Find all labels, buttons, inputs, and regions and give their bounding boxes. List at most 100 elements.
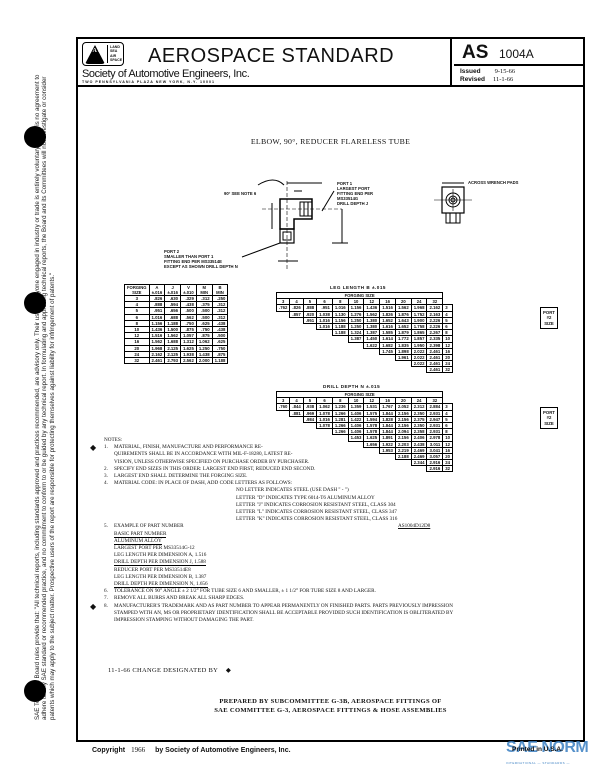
dimension-cell: 1.057 xyxy=(180,332,197,340)
note-line: TOLERANCE ON 90° ANGLE ± 2 1/2° FOR TUBE… xyxy=(114,588,376,595)
value-cell xyxy=(290,367,303,373)
change-diamond-icon: ◆ xyxy=(225,667,232,674)
value-cell xyxy=(277,367,290,373)
port1-line: DRILL DEPTH J xyxy=(337,201,369,206)
note-line: IMPRESSION STAMPING WITHOUT DAMAGING THE… xyxy=(114,617,254,624)
note-1: ◆ 1. MATERIAL, FINISH, MANUFACTURE AND P… xyxy=(90,444,574,466)
note-number: 1. xyxy=(104,444,108,451)
value-cell: 1.898 xyxy=(394,347,412,355)
note-4: 4.MATERIAL CODE: IN PLACE OF DASH, ADD C… xyxy=(104,480,574,487)
value-cell: 1.879 xyxy=(394,329,412,337)
change-note: 11-1-66 CHANGE DESIGNATED BY ◆ xyxy=(108,666,231,674)
note-4-items: NO LETTER INDICATES STEEL (USE DASH " - … xyxy=(104,487,574,523)
header: S A E LAND SEA AIR SPACE AEROSPACE STAND… xyxy=(78,39,585,87)
dimension-cell: 2.000 xyxy=(195,356,213,365)
example-part-number: AS1004D12D8 xyxy=(398,523,431,530)
value-cell xyxy=(380,367,396,373)
logo-word-sea: SEA xyxy=(110,49,118,54)
drill-table-title: DRILL DEPTH N ±.015 xyxy=(323,384,381,389)
change-note-text: 11-1-66 CHANGE DESIGNATED BY xyxy=(108,667,218,674)
sae-logo-icon: S A E LAND SEA AIR SPACE xyxy=(82,42,124,66)
dimension-cell: 1.250 xyxy=(195,344,213,352)
dimension-cell: 2.562 xyxy=(180,356,197,365)
copyright-year: 1966 xyxy=(131,746,146,754)
prepared-line: PREPARED BY SUBCOMMITTEE G-3B, AEROSPACE… xyxy=(219,698,442,705)
punch-hole-middle xyxy=(24,292,46,314)
value-cell: 1.266 xyxy=(331,409,349,417)
dimension-cell: 1.188 xyxy=(211,356,229,365)
note-line: REMOVE ALL BURRS AND BREAK ALL SHARP EDG… xyxy=(114,595,245,602)
port1-line: LARGEST PORT xyxy=(337,186,370,191)
value-cell: 2.156 xyxy=(394,409,412,417)
note-line: QUIREMENTS SHALL BE IN ACCORDANCE WITH M… xyxy=(114,451,293,458)
port-label-line: PORT xyxy=(543,410,555,415)
dimension-cell: 2.461 xyxy=(148,356,166,365)
note-6: 6.TOLERANCE ON 90° ANGLE ± 2 1/2° FOR TU… xyxy=(104,588,574,595)
forging-size-cell: 32 xyxy=(124,356,150,365)
value-cell xyxy=(411,367,427,373)
value-cell: 2.461 xyxy=(426,366,444,374)
note-5: 5. EXAMPLE OF PART NUMBER AS1004D12D8 xyxy=(104,523,574,530)
dimension-cell: 1.438 xyxy=(195,350,213,358)
prepared-by: PREPARED BY SUBCOMMITTEE G-3B, AEROSPACE… xyxy=(78,697,583,715)
logo-letters: S A E xyxy=(88,48,103,54)
leg-port-label: PORT #2 SIZE xyxy=(540,307,558,330)
note-line: MATERIAL CODE: IN PLACE OF DASH, ADD COD… xyxy=(114,480,293,487)
material-code-item: LETTER "L" INDICATES CORROSION RESISTANT… xyxy=(236,509,397,516)
header-left: S A E LAND SEA AIR SPACE AEROSPACE STAND… xyxy=(78,39,452,85)
value-cell: 1.156 xyxy=(331,316,349,324)
logo-word-space: SPACE xyxy=(110,58,123,63)
port-label-line: PORT xyxy=(543,310,555,315)
material-code-item: LETTER "J" INDICATES CORROSION RESISTANT… xyxy=(236,501,396,508)
value-cell xyxy=(395,367,411,373)
value-cell xyxy=(364,367,380,373)
value-cell: 2.094 xyxy=(394,428,412,436)
value-cell: 1.961 xyxy=(394,353,412,362)
note-number: 8. xyxy=(104,602,108,609)
society-address: TWO PENNSYLVANIA PLAZA NEW YORK, N.Y. 10… xyxy=(82,80,215,84)
copyright-owner: by Society of Automotive Engineers, Inc. xyxy=(155,747,291,754)
logo-words: LAND SEA AIR SPACE xyxy=(110,45,122,63)
doc-code: AS xyxy=(462,42,489,63)
material-code-item: LETTER "D" INDICATES TYPE 6014-T6 ALUMIN… xyxy=(236,494,375,501)
part-number-breakdown: BASIC PART NUMBER xyxy=(114,530,167,538)
port-label-line: #2 xyxy=(546,315,552,321)
port2-line: FITTING END PER MS33514E xyxy=(164,259,222,264)
port-label-line: SIZE xyxy=(544,320,554,326)
document-title: ELBOW, 90°, REDUCER FLARELESS TUBE xyxy=(250,137,411,146)
value-cell: 1.266 xyxy=(331,421,349,430)
port-size-cell: 32 xyxy=(442,465,454,473)
note-line: LARGEST END SHALL DETERMINE THE FORGING … xyxy=(114,473,248,480)
angle-note: 90° SEE NOTE 6 xyxy=(224,191,257,196)
value-cell: 2.156 xyxy=(394,421,412,430)
elbow-diagram-icon xyxy=(241,179,472,269)
note-7: 7. REMOVE ALL BURRS AND BREAK ALL SHARP E… xyxy=(104,595,574,602)
value-cell xyxy=(317,367,333,373)
note-5-items: BASIC PART NUMBER ALUMINUM ALLOY LARGEST… xyxy=(104,530,574,589)
port2-line: SMALLER THAN PORT 1 xyxy=(164,254,214,259)
value-cell: .984 xyxy=(302,415,318,423)
logo-word-air: AIR xyxy=(110,53,117,58)
doc-number-box: AS 1004A xyxy=(454,39,585,66)
wrench-note: ACROSS WRENCH PADS xyxy=(468,180,519,185)
value-cell xyxy=(332,367,348,373)
value-cell: 1.130 xyxy=(331,310,349,318)
sidebar-disclaimer: SAE Technical Board rules provide that: … xyxy=(34,74,56,720)
note-line: MATERIAL, FINISH, MANUFACTURE AND PERFOR… xyxy=(114,444,263,451)
note-line: SPECIFY END SIZES IN THIS ORDER: LARGEST… xyxy=(114,465,316,472)
part-number-breakdown: LEG LENGTH PER DIMENSION A, 1.516 xyxy=(114,552,207,559)
note-number: 7. xyxy=(104,595,108,602)
port2-label: PORT 2 SMALLER THAN PORT 1 FITTING END P… xyxy=(164,249,238,269)
